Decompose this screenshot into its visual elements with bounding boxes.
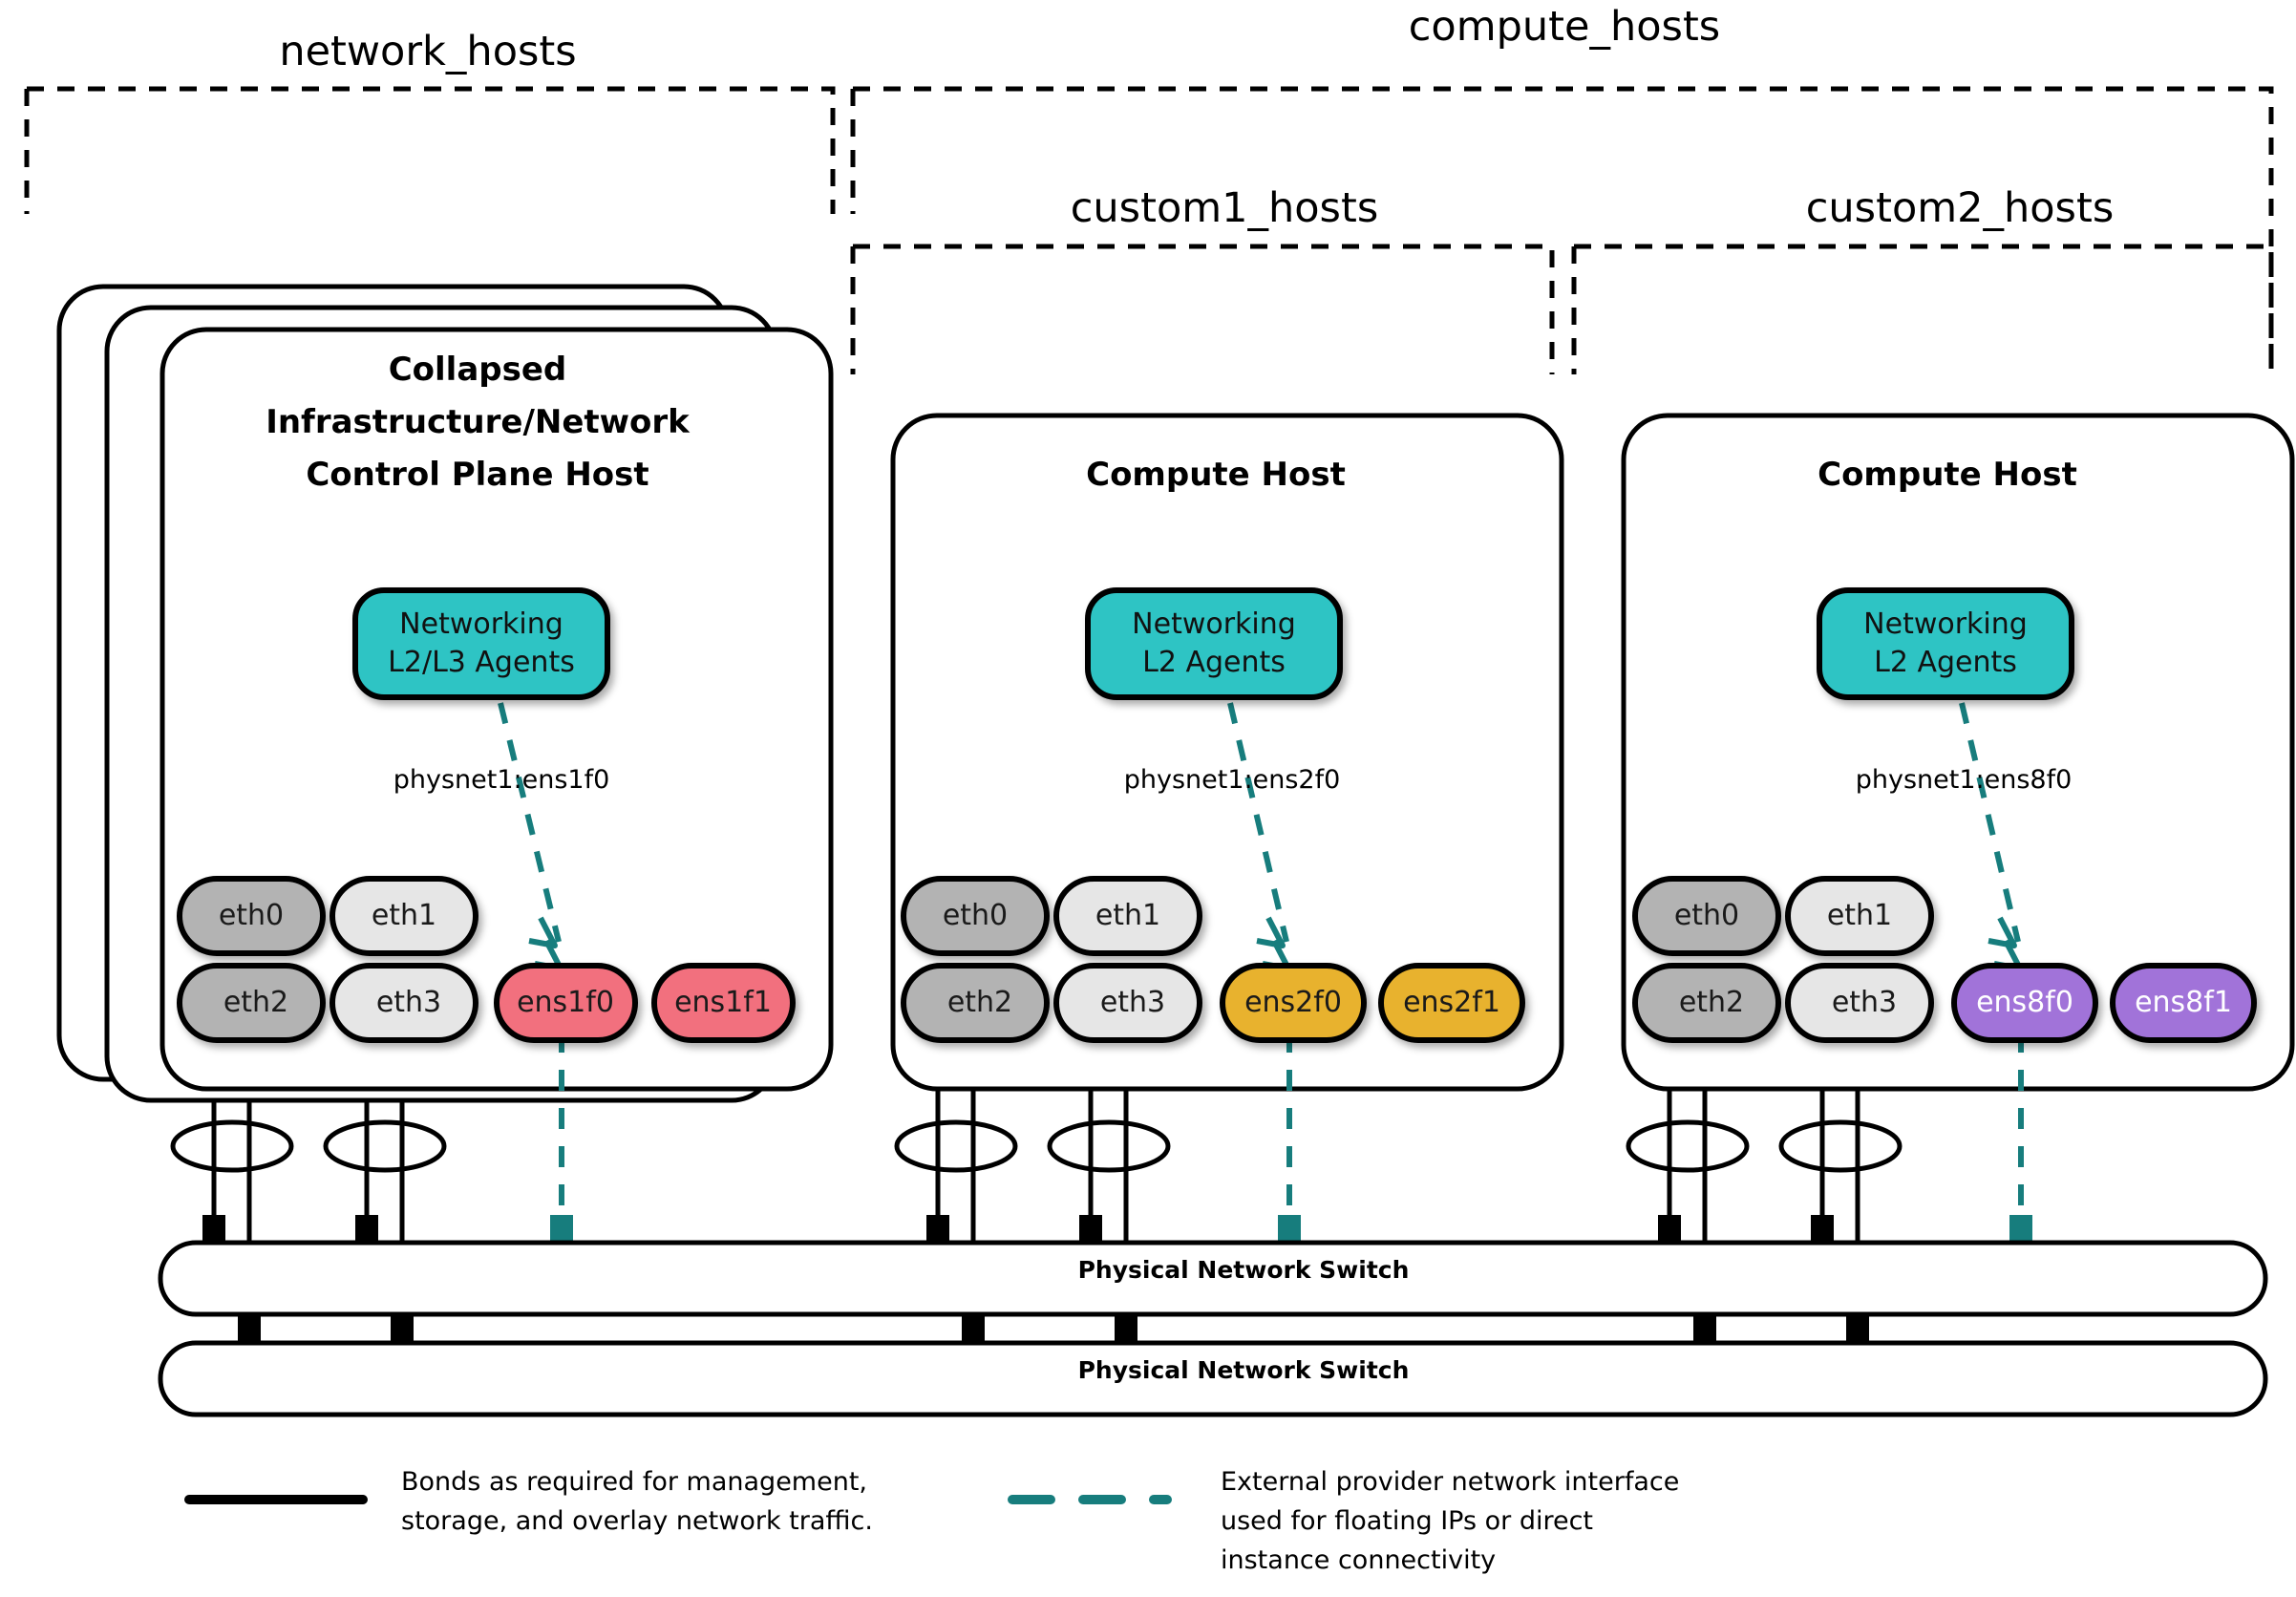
nic-label: ens2f0 [1244,986,1342,1019]
nic-pill-eth1[interactable] [330,876,478,956]
host-title-line: Compute Host [1086,456,1346,494]
group-custom1-hosts: custom1_hosts [850,184,1555,374]
group-label-custom1-hosts: custom1_hosts [1071,184,1378,232]
nic-label: eth2 [947,986,1012,1019]
agent-label-line: Networking [1132,607,1296,641]
agent-label-line: L2 Agents [1142,646,1286,679]
physnet-label: physnet1:ens8f0 [1856,765,2073,795]
nic-label: eth0 [219,899,284,932]
nic-pill-ens2f0[interactable] [1220,963,1367,1043]
nic-pill-eth3[interactable] [330,963,478,1043]
host-title-line: Collapsed [389,351,567,389]
bond-ellipse [894,1119,1018,1173]
nic-label: eth0 [943,899,1008,932]
nic-label: ens1f1 [674,986,772,1019]
nic-pill-ens1f1[interactable] [651,963,796,1043]
nic-label: eth0 [1674,899,1739,932]
nic-label: ens8f1 [2135,986,2232,1019]
legend: Bonds as required for management, storag… [184,1467,1679,1575]
bond-ellipse [170,1119,294,1173]
nic-pill-eth2[interactable] [177,963,326,1043]
agent-box-host-3[interactable] [1817,587,2074,700]
nic-pill-eth0[interactable] [1632,876,1781,956]
nic-label: ens8f0 [1976,986,2073,1019]
host-card-main [159,327,834,1092]
agent-label-line: Networking [399,607,563,641]
nic-label: eth3 [376,986,441,1019]
switch-bar-2: Physical Network Switch [158,1340,2268,1417]
nic-pill-eth0[interactable] [177,876,326,956]
group-label-network-hosts: network_hosts [279,28,576,75]
nic-row-bottom-host-3: eth2 eth3 ens8f0 ens8f1 [1632,963,2257,1043]
switch-bar-1: Physical Network Switch [158,1240,2268,1317]
nic-row-bottom-host-2: eth2 eth3 ens2f0 ens2f1 [901,963,1525,1043]
nic-label: ens2f1 [1403,986,1500,1019]
group-custom2-hosts: custom2_hosts [1571,184,2274,374]
group-label-compute-hosts: compute_hosts [1409,3,1720,51]
nic-row-top-host-1: eth0 eth1 [177,876,478,956]
group-network-hosts: network_hosts [24,28,836,214]
nic-pill-eth3[interactable] [1785,963,1934,1043]
nic-label: ens1f0 [517,986,614,1019]
nic-pill-ens8f0[interactable] [1951,963,2098,1043]
legend-text-line: Bonds as required for management, [401,1467,867,1497]
agent-box-host-2[interactable] [1085,587,1343,700]
switch-label: Physical Network Switch [1078,1356,1410,1384]
nic-label: eth1 [372,899,436,932]
legend-text-line: storage, and overlay network traffic. [401,1506,873,1536]
switch-label: Physical Network Switch [1078,1256,1410,1284]
physnet-label: physnet1:ens2f0 [1124,765,1341,795]
physnet-label: physnet1:ens1f0 [393,765,610,795]
legend-text-line: instance connectivity [1221,1545,1496,1575]
nic-label: eth3 [1832,986,1897,1019]
nic-label: eth2 [1679,986,1744,1019]
nic-pill-ens8f1[interactable] [2110,963,2257,1043]
nic-pill-eth2[interactable] [1632,963,1781,1043]
nic-pill-eth1[interactable] [1785,876,1934,956]
nic-pill-ens1f0[interactable] [494,963,638,1043]
nic-pill-eth2[interactable] [901,963,1050,1043]
nic-row-top-host-3: eth0 eth1 [1632,876,1934,956]
host-1-title: Collapsed Infrastructure/Network Control… [266,351,691,494]
nic-label: eth1 [1095,899,1160,932]
legend-text-line: used for floating IPs or direct [1221,1506,1593,1536]
bond-ellipse [1047,1119,1171,1173]
nic-pill-eth0[interactable] [901,876,1050,956]
bond-ellipse [1778,1119,1903,1173]
nic-row-bottom-host-1: eth2 eth3 ens1f0 ens1f1 [177,963,796,1043]
nic-pill-eth3[interactable] [1053,963,1202,1043]
host-title-line: Control Plane Host [306,456,648,494]
bond-ellipse [323,1119,447,1173]
agent-label-line: Networking [1863,607,2028,641]
agent-box-host-1[interactable] [352,587,610,700]
nic-label: eth2 [223,986,288,1019]
nic-pill-ens2f1[interactable] [1378,963,1525,1043]
host-title-line: Infrastructure/Network [266,403,691,441]
nic-pill-eth1[interactable] [1053,876,1202,956]
nic-row-top-host-2: eth0 eth1 [901,876,1202,956]
group-label-custom2-hosts: custom2_hosts [1806,184,2114,232]
bond-ellipse [1626,1119,1750,1173]
legend-text-line: External provider network interface [1221,1467,1679,1497]
nic-label: eth1 [1827,899,1892,932]
nic-label: eth3 [1100,986,1165,1019]
group-compute-hosts: compute_hosts [850,3,2274,374]
host-title-line: Compute Host [1818,456,2077,494]
agent-label-line: L2/L3 Agents [388,646,575,679]
agent-label-line: L2 Agents [1874,646,2017,679]
